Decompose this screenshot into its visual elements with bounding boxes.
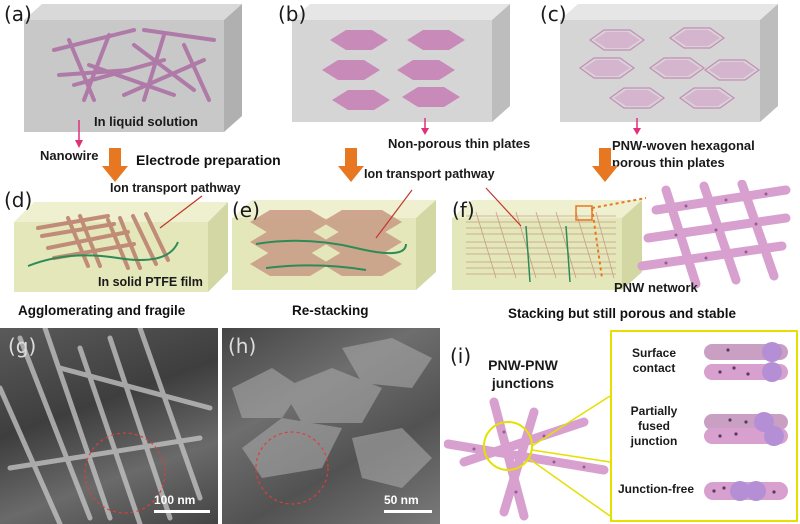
plates-pointer xyxy=(421,118,429,135)
panel-d-film: In solid PTFE film xyxy=(98,275,203,289)
panel-i-title-line1: PNW-PNW xyxy=(488,357,558,373)
panel-a-solution-text: In liquid solution xyxy=(94,114,198,129)
panel-e-caption: Re-stacking xyxy=(292,303,369,318)
panel-d-label: (d) xyxy=(4,188,33,212)
nanowire-pointer xyxy=(75,120,83,148)
panel-i-title: PNW-PNW junctions xyxy=(468,356,578,392)
porous-plates-pointer xyxy=(633,118,641,135)
junction-free-text: Junction-free xyxy=(617,482,694,496)
pnw-network-diagram xyxy=(591,180,791,289)
panel-d-box xyxy=(14,195,228,292)
panel-d-caption: Agglomerating and fragile xyxy=(18,303,186,318)
sem-image-g xyxy=(0,328,218,524)
scale-bar-h xyxy=(384,510,432,513)
panel-h-label: (h) xyxy=(228,334,257,358)
panel-a-label: (a) xyxy=(4,2,32,26)
process-arrow-c xyxy=(592,148,618,182)
partially-fused-icon xyxy=(704,412,788,446)
panel-f-network-text: PNW network xyxy=(614,280,698,295)
process-arrow-a xyxy=(102,148,128,182)
scale-text-h: 50 nm xyxy=(384,493,419,507)
panel-e-label: (e) xyxy=(232,198,260,222)
panel-f-box xyxy=(452,187,642,290)
panel-e-box xyxy=(232,189,436,290)
junction-surface-contact-text: Surface contact xyxy=(631,346,677,375)
panel-f-caption: Stacking but still porous and stable xyxy=(508,306,737,321)
panel-c-note-line1: PNW-woven hexagonal xyxy=(612,138,755,153)
panel-c-box xyxy=(560,4,778,122)
panel-g-label: (g) xyxy=(8,334,37,358)
panel-d-pathway: Ion transport pathway xyxy=(110,181,241,195)
junction-free-icon xyxy=(704,481,788,501)
scale-text-g: 100 nm xyxy=(154,493,196,507)
panel-a-nanowire-text: Nanowire xyxy=(40,148,99,163)
panel-b-note: Non-porous thin plates xyxy=(388,136,531,151)
panel-a-box xyxy=(24,4,242,132)
junction-types-box: Surface contact Partially fused junction… xyxy=(610,330,798,522)
sem-image-h xyxy=(222,328,440,524)
scale-bar-g xyxy=(154,510,210,513)
junction-partially-fused-text: Partially fused junction xyxy=(630,404,678,448)
junction-diagram xyxy=(444,395,611,521)
panel-b-label: (b) xyxy=(278,2,307,26)
panel-i-title-line2: junctions xyxy=(491,375,555,391)
process-label: Electrode preparation xyxy=(136,152,281,168)
panel-b-box xyxy=(292,4,510,122)
panel-c-note-line2: porous thin plates xyxy=(612,155,725,170)
panel-f-label: (f) xyxy=(452,198,475,222)
panel-c-label: (c) xyxy=(540,2,567,26)
surface-contact-icon xyxy=(704,342,788,382)
process-arrow-b xyxy=(338,148,364,182)
panel-e-pathway: Ion transport pathway xyxy=(364,167,495,181)
panel-i-label: (i) xyxy=(450,344,472,368)
